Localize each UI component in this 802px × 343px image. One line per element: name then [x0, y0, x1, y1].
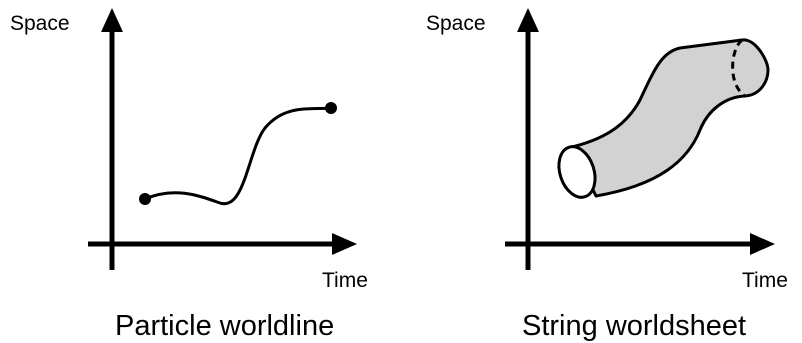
particle-caption: Particle worldline [115, 310, 334, 342]
particle-worldline-panel: Space Time Particle worldline [10, 8, 368, 342]
space-axis-arrowhead [101, 8, 123, 32]
time-axis-label: Time [742, 269, 788, 292]
time-axis-label: Time [322, 269, 368, 292]
time-axis-arrowhead [332, 233, 357, 255]
space-axis-arrowhead [517, 8, 539, 32]
string-worldsheet [572, 40, 768, 196]
worldline-end-point [325, 102, 337, 114]
string-caption: String worldsheet [522, 310, 746, 342]
space-axis-label: Space [10, 12, 70, 35]
space-axis-label: Space [426, 12, 486, 35]
time-axis-arrowhead [750, 233, 775, 255]
string-worldsheet-panel: Space Time String worldsheet [426, 8, 788, 342]
worldline-start-point [139, 193, 151, 205]
particle-worldline [145, 108, 331, 204]
